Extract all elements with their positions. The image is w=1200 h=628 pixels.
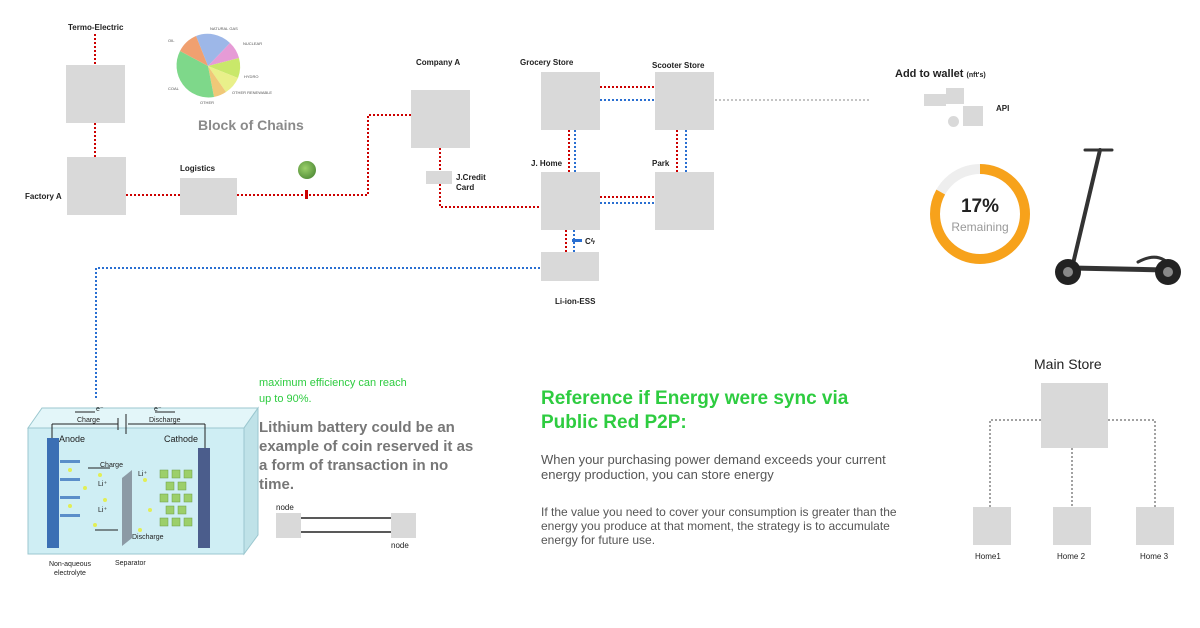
- home3-label: Home 3: [1140, 552, 1169, 561]
- gauge-caption: Remaining: [951, 220, 1009, 234]
- wallet-block-1[interactable]: [924, 94, 946, 106]
- block-icon[interactable]: [298, 161, 316, 179]
- logistics-label: Logistics: [180, 164, 216, 173]
- battery-anode-label: Anode: [59, 434, 86, 444]
- node-bottom-label: node: [391, 541, 409, 550]
- logistics-marker: [305, 190, 308, 199]
- battery-separator-label: Separator: [115, 560, 146, 567]
- factory-a-label: Factory A: [25, 192, 62, 201]
- company-a-node[interactable]: [411, 90, 470, 148]
- grocery-store-node[interactable]: [541, 72, 600, 130]
- logistics-node[interactable]: [180, 178, 237, 215]
- battery-e-left: e⁻: [96, 406, 104, 413]
- battery-li-plus-3: Li⁺: [98, 507, 108, 514]
- node-top-label: node: [276, 503, 294, 512]
- wallet-title: Add to wallet: [895, 68, 964, 80]
- company-a-label: Company A: [416, 58, 461, 67]
- line-ess-battery-blue: [95, 267, 540, 398]
- battery-cathode-label: Cathode: [164, 434, 199, 444]
- grocery-store-label: Grocery Store: [520, 58, 574, 67]
- home1-label: Home1: [975, 552, 1001, 561]
- main-store-node[interactable]: [1041, 383, 1108, 448]
- j-home-node[interactable]: [541, 172, 600, 230]
- c-label: Cϟ: [585, 237, 596, 246]
- wallet-coin-icon: [948, 116, 959, 127]
- gauge-percent: 17%: [960, 196, 1000, 217]
- home3-node[interactable]: [1136, 507, 1174, 545]
- home2-node[interactable]: [1053, 507, 1091, 545]
- reference-para-1: When your purchasing power demand exceed…: [541, 452, 886, 482]
- tree-line-left: [989, 419, 1041, 507]
- node-top[interactable]: [276, 513, 301, 538]
- line-logistics-company: [237, 114, 411, 196]
- battery-discharge-top: Discharge: [149, 417, 181, 424]
- termo-electric-node[interactable]: [66, 65, 125, 123]
- home1-node[interactable]: [973, 507, 1011, 545]
- pie-label-oil: OIL: [168, 38, 175, 43]
- api-label: API: [996, 104, 1010, 113]
- battery-electrolyte-label: Non-aqueous electrolyte: [48, 561, 92, 577]
- wallet-block-2[interactable]: [946, 88, 964, 104]
- capacitor-icon: [572, 239, 582, 242]
- battery-charge-inner: Charge: [100, 462, 123, 469]
- pie-label-coal: COAL: [168, 86, 179, 91]
- block-of-chains-title: Block of Chains: [198, 117, 304, 133]
- wallet-block-3[interactable]: [963, 106, 983, 126]
- pie-label-hydro: HYDRO: [244, 74, 259, 79]
- scooter-store-label: Scooter Store: [652, 61, 705, 70]
- home2-label: Home 2: [1057, 552, 1086, 561]
- reference-para-2: If the value you need to cover your cons…: [541, 505, 897, 547]
- tree-line-right: [1108, 419, 1156, 507]
- reference-title: Reference if Energy were sync via Public…: [541, 388, 849, 433]
- wallet-suffix: (nft's): [966, 72, 986, 79]
- li-ion-ess-node[interactable]: [541, 252, 599, 281]
- j-credit-card-label: J.Credit Card: [456, 173, 486, 192]
- pie-label-other: OTHER: [200, 100, 214, 105]
- battery-charge-top: Charge: [77, 417, 100, 424]
- main-store-title: Main Store: [1034, 356, 1102, 372]
- battery-li-plus-1: Li⁺: [138, 471, 148, 478]
- efficiency-note: maximum efficiency can reach up to 90%.: [259, 377, 407, 405]
- battery-discharge-inner: Discharge: [132, 534, 164, 541]
- pie-label-nuclear: NUCLEAR: [243, 41, 263, 46]
- park-node[interactable]: [655, 172, 714, 230]
- termo-electric-label: Termo-Electric: [68, 23, 124, 32]
- battery-e-right: e⁻: [154, 406, 162, 413]
- j-credit-card-node[interactable]: [426, 171, 452, 184]
- park-label: Park: [652, 159, 670, 168]
- li-ion-ess-label: Li-ion-ESS: [555, 297, 596, 306]
- pie-label-other-renewable: OTHER RENEWABLE: [232, 90, 273, 95]
- battery-li-plus-2: Li⁺: [98, 481, 108, 488]
- node-bottom[interactable]: [391, 513, 416, 538]
- battery-description: Lithium battery could be an example of c…: [259, 419, 474, 493]
- wallet-title-row: Add to wallet (nft's): [895, 68, 986, 80]
- scooter-store-node[interactable]: [655, 72, 714, 130]
- pie-label-natural-gas: NATURAL GAS: [210, 26, 238, 31]
- factory-a-node[interactable]: [67, 157, 126, 215]
- j-home-label: J. Home: [531, 159, 563, 168]
